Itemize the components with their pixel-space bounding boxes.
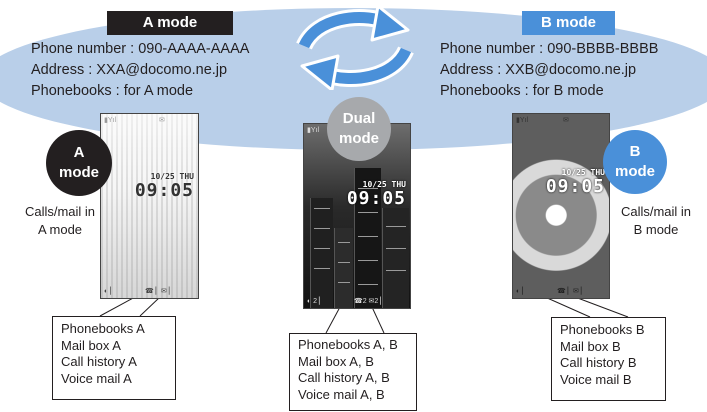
list-item: Phonebooks A, B (298, 337, 398, 352)
b-phonebooks: Phonebooks : for B mode (440, 83, 604, 99)
status-icon: ☎ ▏✉ ▏ (145, 288, 175, 295)
status-icon: ☎ ▏✉ ▏ (557, 288, 587, 295)
b-mode-info: Phone number : 090-BBBB-BBBB Address : X… (440, 39, 658, 102)
signal-icon: ▮Yıl (104, 117, 117, 124)
list-item: Call history A, B (298, 370, 390, 385)
list-item: Mail box B (560, 338, 621, 354)
mail-icon: ✉ (159, 117, 165, 124)
a-mode-features-box: Phonebooks A Mail box A Call history A V… (52, 316, 176, 400)
a-phonebooks: Phonebooks : for A mode (31, 83, 194, 99)
dual-mode-phone-screen: ▮Yıl ✉ 10/25 THU 09:05 ◐ 2 ▏ ☎2 ✉2 ▏ (303, 123, 411, 309)
list-item: Phonebooks B (560, 322, 645, 337)
list-item: Voice mail B (560, 371, 632, 387)
b-address: Address : XXB@docomo.ne.jp (440, 62, 637, 78)
status-icon: ☎2 ✉2 ▏ (354, 298, 386, 305)
list-item: Call history B (560, 355, 637, 370)
a-mode-phone-screen: ▮Yıl ✉ 10/25 THU 09:05 ◐ ▏ ☎ ▏✉ ▏ (100, 113, 199, 299)
list-item: Voice mail A (61, 370, 132, 386)
b-phone-number: Phone number : 090-BBBB-BBBB (440, 41, 659, 57)
list-item: Mail box A, B (298, 353, 374, 369)
b-screen-clock: 10/25 THU 09:05 (545, 168, 605, 197)
status-icon: ◐ ▏ (104, 288, 116, 295)
a-mode-info: Phone number : 090-AAAA-AAAA Address : X… (31, 39, 249, 102)
status-icon: ◐ 2 ▏ (307, 298, 325, 305)
a-phone-number: Phone number : 090-AAAA-AAAA (31, 41, 250, 57)
signal-icon: ▮Yıl (307, 127, 320, 134)
b-mode-features-box: Phonebooks B Mail box B Call history B V… (551, 317, 666, 401)
list-item: Call history A (61, 354, 137, 369)
list-item: Phonebooks A (61, 321, 145, 336)
dual-mode-features-box: Phonebooks A, B Mail box A, B Call histo… (289, 333, 417, 411)
mail-icon: ✉ (563, 117, 569, 124)
switch-arrows-icon (296, 6, 414, 90)
a-mode-tag: A mode (107, 11, 233, 35)
dual-screen-clock: 10/25 THU 09:05 (346, 180, 406, 209)
a-screen-clock: 10/25 THU 09:05 (134, 172, 194, 201)
b-mode-tag: B mode (522, 11, 615, 35)
list-item: Mail box A (61, 337, 121, 353)
signal-icon: ▮Yıl (516, 117, 529, 124)
status-icon: ◐ ▏ (516, 288, 528, 295)
list-item: Voice mail A, B (298, 386, 385, 402)
b-mode-phone-screen: ▮Yıl ✉ 10/25 THU 09:05 ◐ ▏ ☎ ▏✉ ▏ (512, 113, 610, 299)
a-address: Address : XXA@docomo.ne.jp (31, 62, 228, 78)
